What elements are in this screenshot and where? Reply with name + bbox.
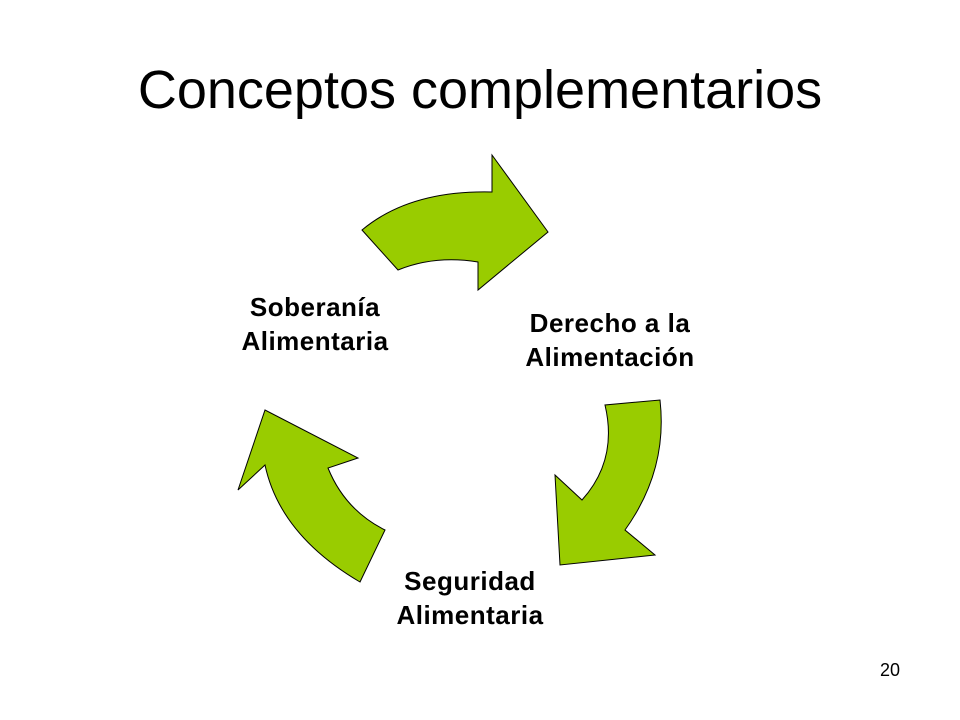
node-soberania-alimentaria: Soberanía Alimentaria xyxy=(185,290,445,358)
cycle-arrow-top xyxy=(361,153,549,292)
node-soberania-line1: Soberanía xyxy=(249,292,381,322)
cycle-arrow-right xyxy=(554,399,662,566)
node-derecho-line2: Alimentación xyxy=(525,342,695,372)
node-derecho-line1: Derecho a la xyxy=(529,308,691,338)
node-seguridad-line1: Seguridad xyxy=(404,566,536,596)
page-number: 20 xyxy=(879,660,900,680)
node-soberania-line2: Alimentaria xyxy=(241,326,389,356)
node-derecho-alimentacion: Derecho a la Alimentación xyxy=(480,306,740,374)
cycle-arrow-left xyxy=(237,409,386,583)
node-seguridad-alimentaria: Seguridad Alimentaria xyxy=(340,564,600,632)
slide-title: Conceptos complementarios xyxy=(137,60,823,120)
node-seguridad-line2: Alimentaria xyxy=(396,600,544,630)
